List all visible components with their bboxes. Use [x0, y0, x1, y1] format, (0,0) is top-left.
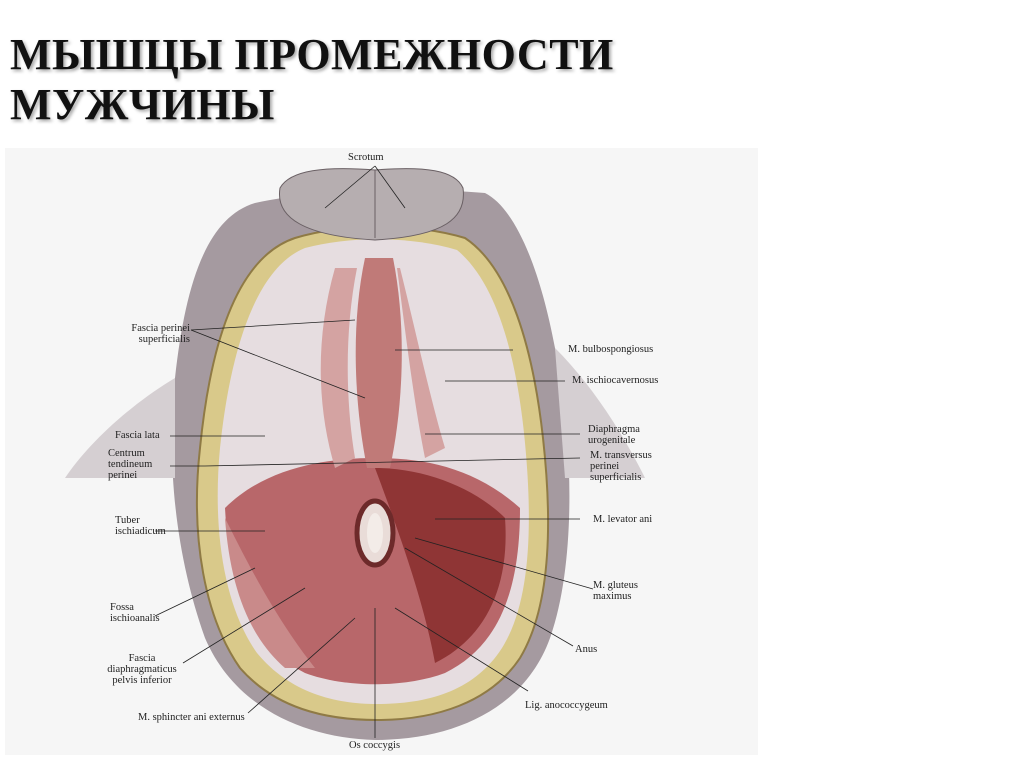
perineum-drawing [65, 165, 645, 740]
title-line-1: МЫШЦЫ ПРОМЕЖНОСТИ [10, 30, 614, 79]
label-os-coccygis: Os coccygis [349, 740, 401, 751]
label-scrotum: Scrotum [348, 152, 384, 163]
label-transversus-perinei: M. transversus perinei superficialis [590, 450, 652, 483]
label-anus: Anus [575, 644, 598, 655]
label-diaphragma-urogenitale: Diaphragma urogenitale [588, 424, 640, 446]
title-line-2: МУЖЧИНЫ [10, 80, 275, 129]
label-levator-ani: M. levator ani [593, 514, 653, 525]
label-centrum-tendineum: Centrum tendineum perinei [108, 448, 153, 481]
label-tuber-ischiadicum: Tuber ischiadicum [115, 515, 166, 537]
label-fascia-perinei: Fascia perinei superficialis [131, 323, 190, 345]
label-fossa-ischioanalis: Fossa ischioanalis [110, 602, 160, 624]
label-gluteus-maximus: M. gluteus maximus [593, 580, 638, 602]
label-bulbospongiosus: M. bulbospongiosus [568, 344, 654, 355]
label-lig-anococcygeum: Lig. anococcygeum [525, 700, 608, 711]
anatomy-illustration: Scrotum Fascia perinei superficialis Fas… [5, 148, 758, 755]
slide-title: МЫШЦЫ ПРОМЕЖНОСТИ МУЖЧИНЫ [10, 30, 614, 130]
label-fascia-diaphragmaticus: Fascia diaphragmaticus pelvis inferior [107, 653, 177, 686]
label-ischiocavernosus: M. ischiocavernosus [572, 375, 659, 386]
label-sphincter-ani: M. sphincter ani externus [138, 712, 245, 723]
label-fascia-lata: Fascia lata [115, 430, 160, 441]
